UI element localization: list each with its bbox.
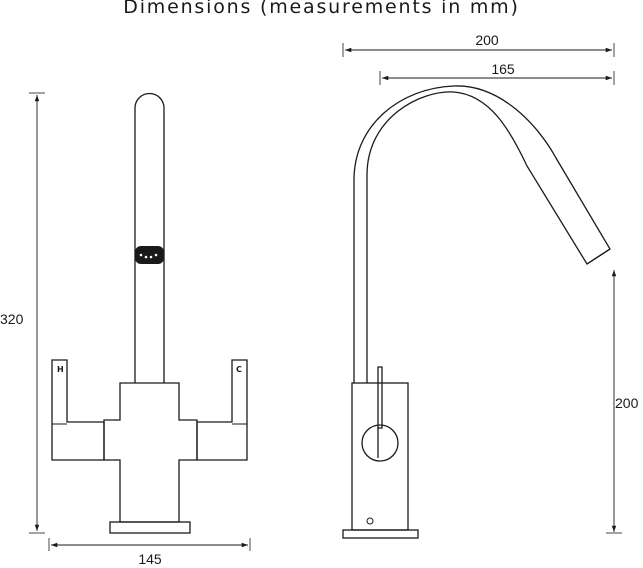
side-screw — [366, 517, 374, 525]
front-height-dimension: 320 — [0, 92, 45, 534]
front-spout-tube — [134, 92, 165, 383]
hot-label: H — [57, 365, 64, 374]
side-lever-knob — [361, 424, 399, 462]
side-spout-reach-dimension: 165 — [379, 61, 615, 85]
front-width-dimension: 145 — [48, 538, 251, 567]
side-body — [351, 382, 409, 531]
side-spout-outlet — [586, 248, 611, 265]
side-spout-height-dimension: 200 — [606, 270, 639, 534]
side-spout-reach-label: 165 — [491, 61, 515, 77]
front-view: H C 320 145 — [0, 92, 251, 567]
front-width-label: 145 — [138, 551, 162, 567]
front-right-lever — [196, 359, 248, 461]
front-cross-body — [103, 382, 198, 523]
side-spout — [353, 85, 611, 383]
front-aerator — [135, 246, 164, 264]
front-base-plate — [109, 521, 191, 534]
side-spout-height-label: 200 — [615, 395, 639, 411]
cold-label: C — [236, 365, 242, 374]
side-view: 200 165 200 — [342, 32, 639, 539]
side-overall-width-label: 200 — [475, 32, 499, 48]
side-overall-width-dimension: 200 — [342, 32, 615, 57]
page-title: Dimensions (measurements in mm) — [123, 0, 520, 18]
aerator-holes — [139, 253, 158, 259]
side-lever-handle — [377, 366, 383, 429]
front-height-label: 320 — [0, 311, 24, 327]
side-base-plate — [342, 529, 419, 539]
front-left-lever — [51, 359, 105, 461]
